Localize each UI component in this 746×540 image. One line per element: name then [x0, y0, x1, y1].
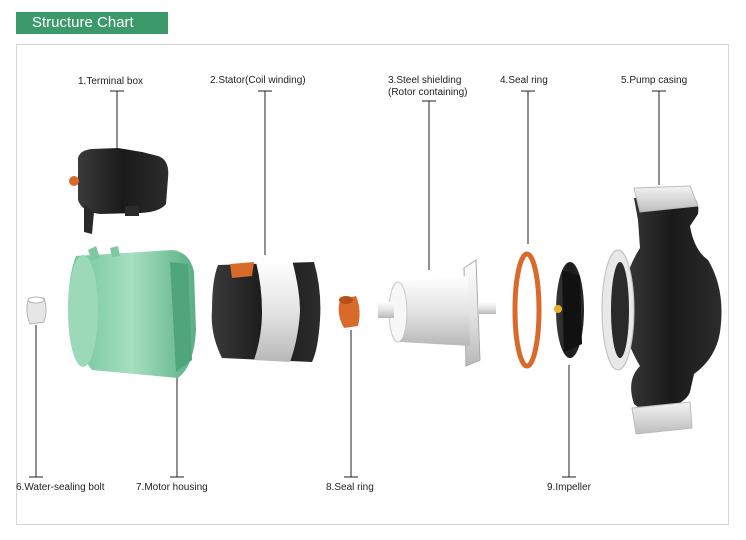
label-stator: 2.Stator(Coil winding): [210, 75, 306, 86]
water-sealing-bolt-part: [26, 296, 47, 325]
diagram-frame: [16, 44, 729, 525]
stator-part: [211, 260, 321, 362]
label-seal-ring-8: 8.Seal ring: [326, 482, 374, 493]
impeller-part: [554, 262, 584, 358]
seal-ring-8-part: [338, 296, 360, 328]
label-water-sealing-bolt: 6.Water-sealing bolt: [16, 482, 105, 493]
label-pump-casing: 5.Pump casing: [621, 75, 688, 86]
leader-lines: [29, 90, 666, 478]
terminal-box-part: [69, 148, 169, 234]
steel-shielding-part: [378, 259, 496, 367]
pump-casing-part: [601, 185, 722, 435]
seal-ring-4-part: [512, 251, 542, 369]
header-tab: [16, 12, 168, 34]
label-seal-ring-4: 4.Seal ring: [500, 75, 548, 86]
label-terminal-box: 1.Terminal box: [78, 76, 144, 87]
label-steel-shielding-2: (Rotor containing): [388, 87, 468, 98]
label-steel-shielding-1: 3.Steel shielding: [388, 75, 462, 86]
label-impeller: 9.Impeller: [547, 482, 591, 493]
label-motor-housing: 7.Motor housing: [136, 482, 208, 493]
page-title: Structure Chart: [32, 14, 134, 31]
motor-housing-part: [68, 246, 196, 378]
